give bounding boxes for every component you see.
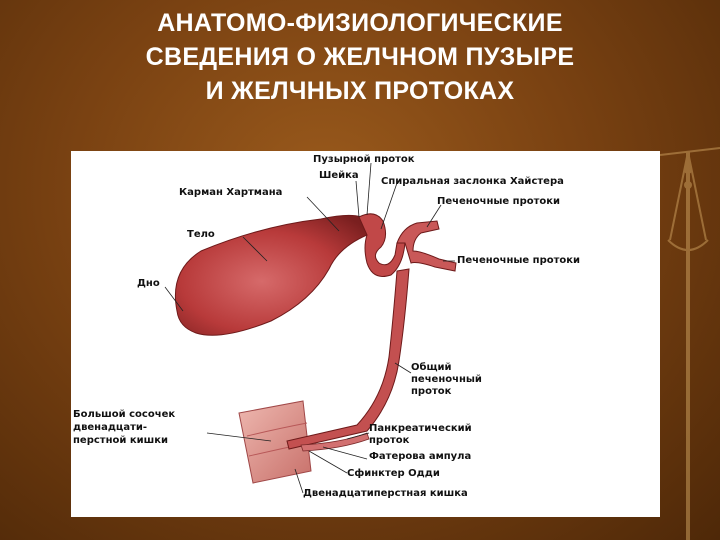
slide-title: АНАТОМО-ФИЗИОЛОГИЧЕСКИЕ СВЕДЕНИЯ О ЖЕЛЧН…	[0, 6, 720, 108]
label-common-hepatic-duct-2: печеночный	[411, 374, 482, 385]
label-spiral-valve: Спиральная заслонка Хайстера	[381, 176, 564, 187]
label-major-papilla-3: перстной кишки	[73, 435, 168, 446]
balance-scale-decoration	[659, 147, 720, 540]
title-line-1: АНАТОМО-ФИЗИОЛОГИЧЕСКИЕ	[157, 9, 563, 37]
title-line-2: СВЕДЕНИЯ О ЖЕЛЧНОМ ПУЗЫРЕ	[145, 43, 575, 71]
leader-lines	[164, 162, 455, 494]
cystic-duct-shape	[358, 213, 406, 277]
label-hepatic-ducts-2: Печеночные протоки	[457, 255, 580, 266]
label-pancreatic-duct-1: Панкреатический	[369, 423, 472, 434]
label-major-papilla-1: Большой сосочек	[73, 409, 175, 420]
gallbladder-diagram: Пузырной проток Шейка Спиральная заслонк…	[73, 154, 580, 499]
label-hepatic-ducts-1: Печеночные протоки	[437, 196, 560, 207]
label-hartmann-pouch: Карман Хартмана	[179, 187, 282, 198]
label-pancreatic-duct-2: проток	[369, 435, 410, 446]
pancreatic-duct-shape	[300, 432, 370, 452]
label-neck: Шейка	[319, 170, 359, 181]
label-common-hepatic-duct-3: проток	[411, 386, 452, 397]
common-bile-duct-shape	[286, 268, 410, 450]
label-vater-ampulla: Фатерова ампула	[369, 451, 471, 462]
title-line-3: И ЖЕЛЧНЫХ ПРОТОКАХ	[205, 77, 515, 105]
anatomy-figure: Пузырной проток Шейка Спиральная заслонк…	[71, 151, 660, 517]
label-common-hepatic-duct-1: Общий	[411, 361, 452, 373]
gallbladder-shape	[174, 214, 368, 336]
label-body: Тело	[187, 229, 215, 240]
hepatic-ducts-shape	[396, 220, 457, 272]
duodenum-shape	[238, 400, 312, 484]
label-fundus: Дно	[137, 278, 160, 289]
label-major-papilla-2: двенадцати-	[73, 422, 147, 433]
label-oddi-sphincter: Сфинктер Одди	[347, 467, 440, 479]
label-duodenum: Двенадцатиперстная кишка	[303, 488, 468, 499]
label-cystic-duct: Пузырной проток	[313, 154, 415, 165]
